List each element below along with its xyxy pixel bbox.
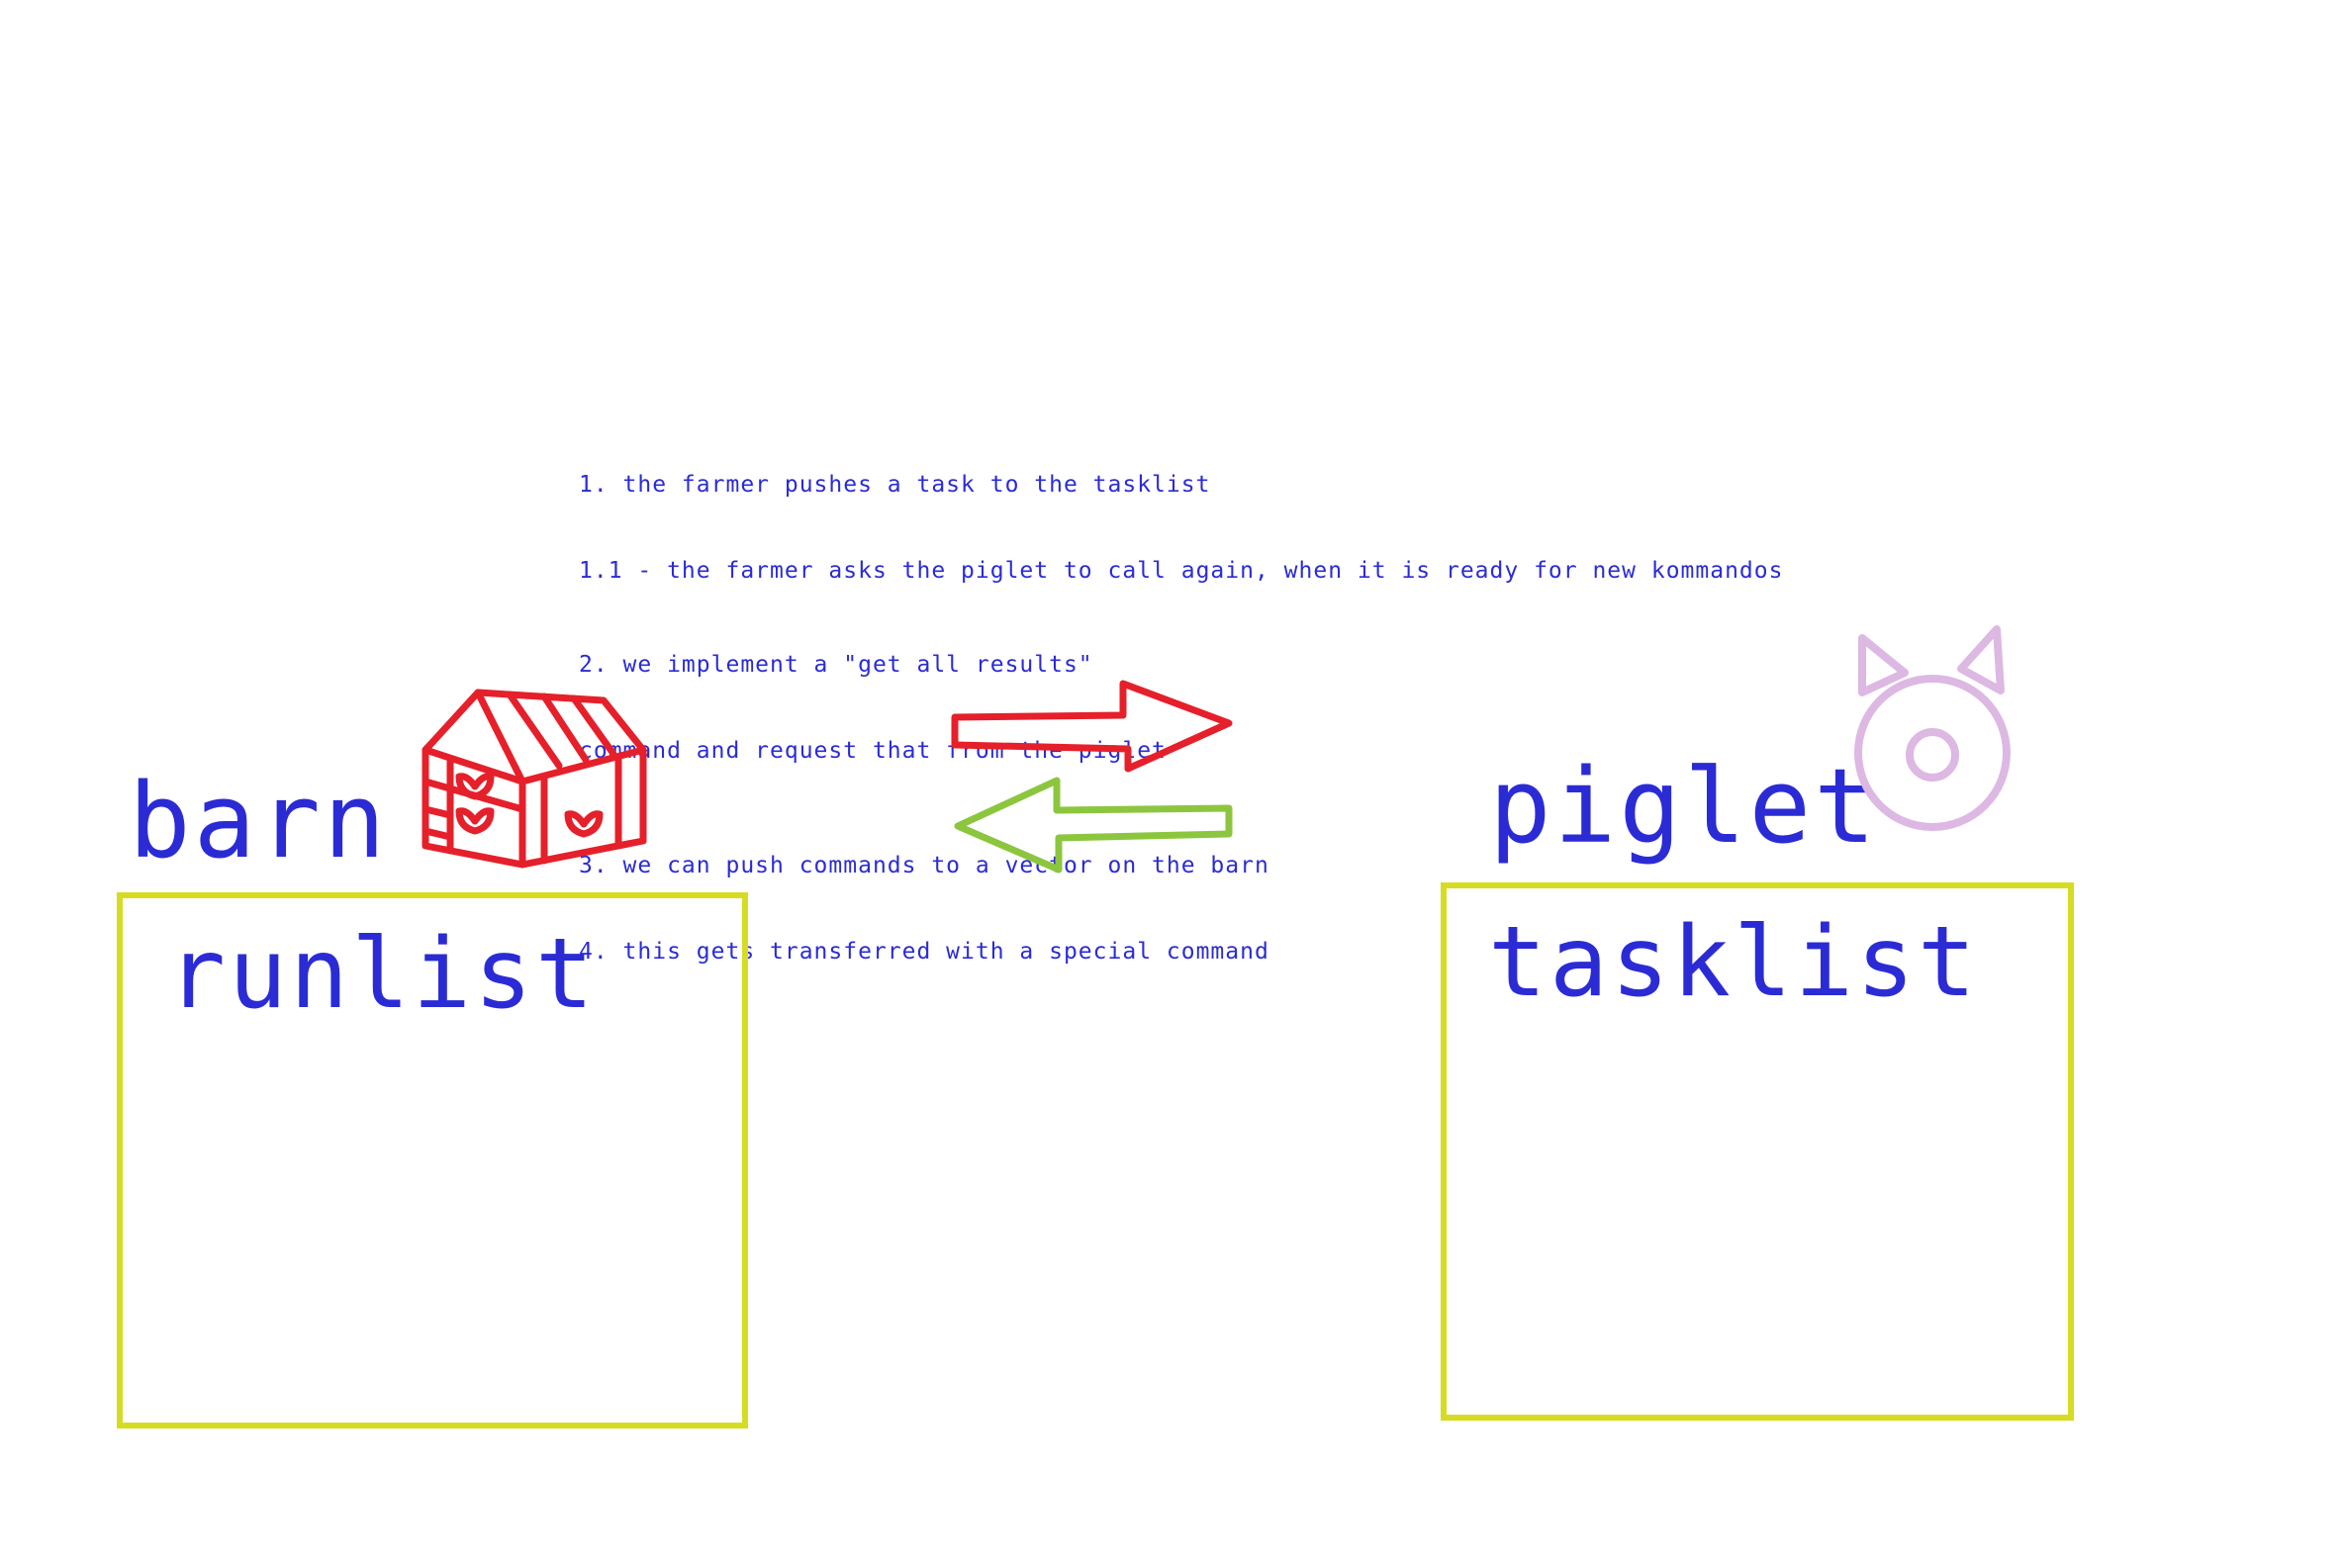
note-line: 2. we implement a "get all results": [579, 652, 1093, 678]
arrow-left-icon: [954, 777, 1233, 874]
note-line: 1. the farmer pushes a task to the taskl…: [579, 472, 1211, 498]
note-line: 4. this gets transferred with a special …: [579, 939, 1269, 965]
tasklist-label: tasklist: [1488, 906, 1980, 1019]
note-line: 1.1 - the farmer asks the piglet to call…: [579, 558, 1784, 584]
runlist-label: runlist: [167, 918, 598, 1031]
arrow-right-icon: [951, 680, 1233, 773]
notes-block: 1. the farmer pushes a task to the taskl…: [579, 414, 1783, 995]
barn-label: barn: [129, 761, 389, 881]
pig-face-icon: [1854, 625, 2011, 831]
tasklist-box: tasklist: [1441, 882, 2074, 1421]
piglet-label: piglet: [1489, 746, 1879, 867]
runlist-box: runlist: [117, 892, 748, 1429]
note-line: 3. we can push commands to a vector on t…: [579, 853, 1269, 878]
barn-icon: [422, 689, 647, 869]
